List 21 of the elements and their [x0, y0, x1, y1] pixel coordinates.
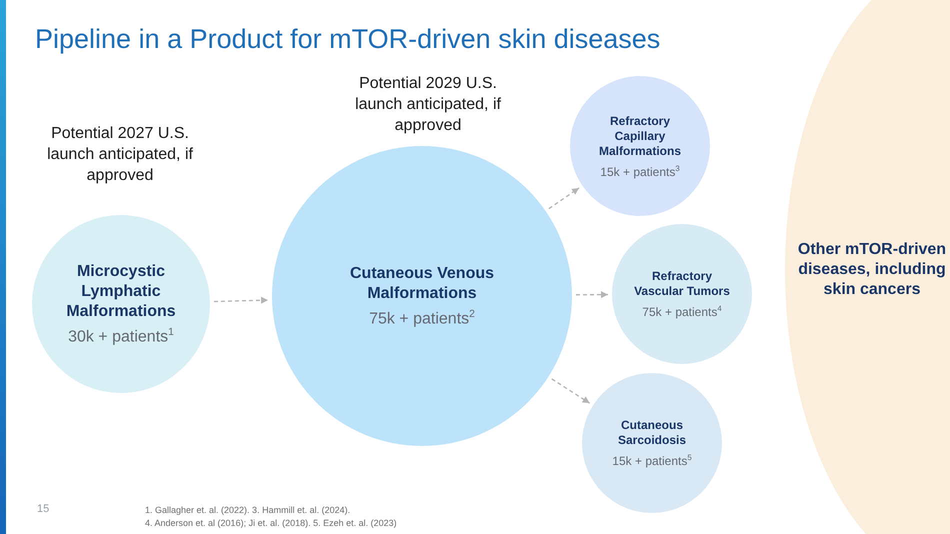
- footnote: 4. Anderson et. al (2016); Ji et. al. (2018). 5. Ezeh et. al. (2023): [145, 518, 397, 528]
- condition-name: Cutaneous Sarcoidosis: [616, 418, 688, 448]
- condition-name: Other mTOR-driven diseases, including skin cancers: [797, 240, 947, 300]
- launch-note: Potential 2027 U.S. launch anticipated, if approved: [46, 124, 194, 186]
- footnote: 1. Gallagher et. al. (2022). 3. Hammill et. al. (2024).: [145, 505, 350, 515]
- page-number: 15: [37, 503, 50, 515]
- condition-name: Refractory Vascular Tumors: [633, 269, 731, 299]
- slide-title: Pipeline in a Product for mTOR-driven skin diseases: [35, 24, 660, 55]
- arrow: [214, 296, 268, 304]
- patient-count: 75k + patients$^{4}$: [642, 304, 722, 319]
- patient-count: 15k + patients$^{5}$: [612, 453, 692, 468]
- arrow: [548, 187, 580, 210]
- arrow: [576, 291, 608, 298]
- condition-name: Microcystic Lymphatic Malformations: [65, 262, 177, 322]
- arrow: [551, 378, 590, 404]
- patient-count: 15k + patients$^{3}$: [600, 164, 680, 178]
- launch-note: Potential 2029 U.S. launch anticipated, if approved: [354, 74, 502, 136]
- patient-count: 75k + patients$^{2}$: [369, 308, 475, 328]
- patient-count: 30k + patients$^{1}$: [68, 326, 174, 346]
- condition-name: Refractory Capillary Malformations: [598, 114, 682, 158]
- condition-name: Cutaneous Venous Malformations: [348, 264, 496, 304]
